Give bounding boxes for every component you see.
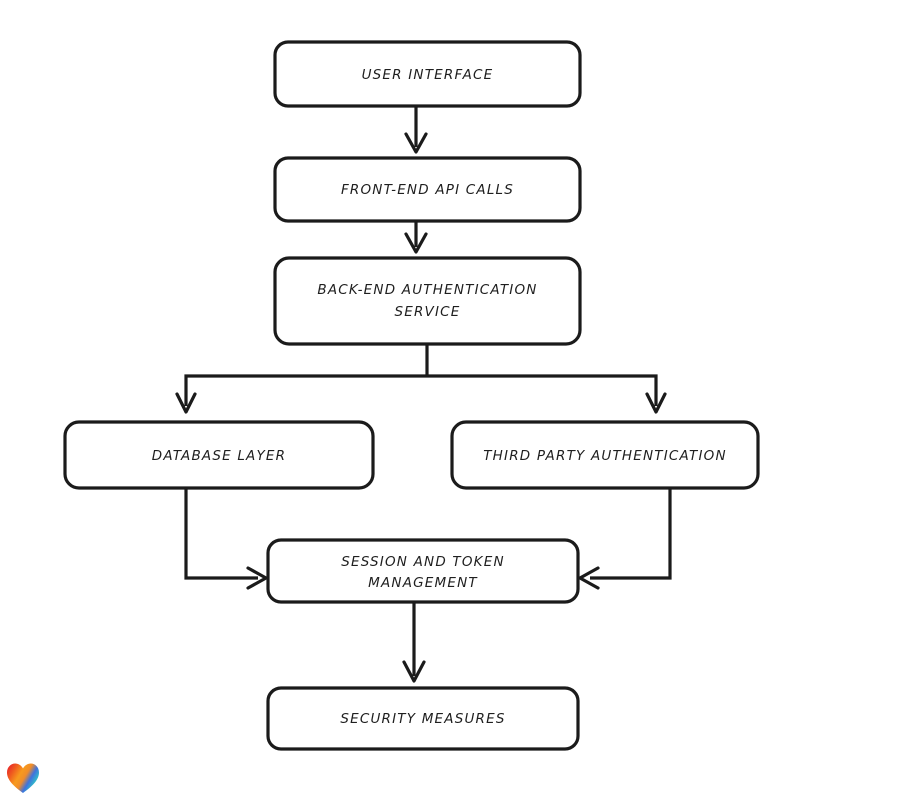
edge-thirdparty-to-session-path xyxy=(590,488,672,580)
node-front-end-api-calls-box xyxy=(273,156,582,223)
edge-thirdparty-to-session-arrowhead xyxy=(578,566,600,590)
edge-api-to-backend xyxy=(404,221,428,254)
node-third-party-authentication-label: THIRD PARTY AUTHENTICATION xyxy=(483,448,727,464)
node-user-interface[interactable]: USER INTERFACE xyxy=(273,40,582,108)
node-database-layer[interactable]: DATABASE LAYER xyxy=(63,420,375,490)
edge-backend-to-database-path xyxy=(184,374,427,406)
node-security-measures-box xyxy=(266,686,580,751)
node-third-party-authentication[interactable]: THIRD PARTY AUTHENTICATION xyxy=(450,420,760,490)
edge-backend-to-database-arrowhead xyxy=(175,392,197,414)
edge-ui-to-api xyxy=(404,106,428,154)
edge-database-to-session xyxy=(184,488,268,590)
node-back-end-authentication-service[interactable]: BACK-END AUTHENTICATION SERVICE xyxy=(273,256,582,346)
node-session-and-token-management-label-line2: MANAGEMENT xyxy=(368,575,478,591)
node-security-measures-label: SECURITY MEASURES xyxy=(340,711,505,727)
heart-icon xyxy=(7,763,39,793)
edge-backend-to-thirdparty-path xyxy=(427,374,658,406)
node-front-end-api-calls-label: FRONT-END API CALLS xyxy=(341,182,514,198)
edge-thirdparty-to-session xyxy=(578,488,672,590)
edge-ui-to-api-arrowhead xyxy=(404,132,428,154)
node-user-interface-label: USER INTERFACE xyxy=(362,67,494,83)
node-back-end-authentication-service-box xyxy=(273,256,582,346)
node-session-and-token-management-box xyxy=(266,538,580,604)
node-back-end-authentication-service-label-line1: BACK-END AUTHENTICATION xyxy=(317,282,537,298)
heart-icon-shape xyxy=(7,763,39,793)
edge-backend-to-thirdparty-arrowhead xyxy=(645,392,667,414)
edge-session-to-security xyxy=(402,602,426,683)
node-security-measures[interactable]: SECURITY MEASURES xyxy=(266,686,580,751)
node-session-and-token-management[interactable]: SESSION AND TOKEN MANAGEMENT xyxy=(266,538,580,604)
edge-backend-fork xyxy=(175,344,667,414)
node-back-end-authentication-service-label-line2: SERVICE xyxy=(394,304,460,320)
node-third-party-authentication-box xyxy=(450,420,760,490)
node-session-and-token-management-label-line1: SESSION AND TOKEN xyxy=(341,554,505,570)
node-user-interface-box xyxy=(273,40,582,108)
edge-api-to-backend-arrowhead xyxy=(404,232,428,254)
node-database-layer-box xyxy=(63,420,375,490)
edge-database-to-session-arrowhead xyxy=(246,566,268,590)
node-database-layer-label: DATABASE LAYER xyxy=(152,448,287,464)
node-front-end-api-calls[interactable]: FRONT-END API CALLS xyxy=(273,156,582,223)
edge-database-to-session-path xyxy=(184,488,258,580)
edge-session-to-security-arrowhead xyxy=(402,660,426,683)
